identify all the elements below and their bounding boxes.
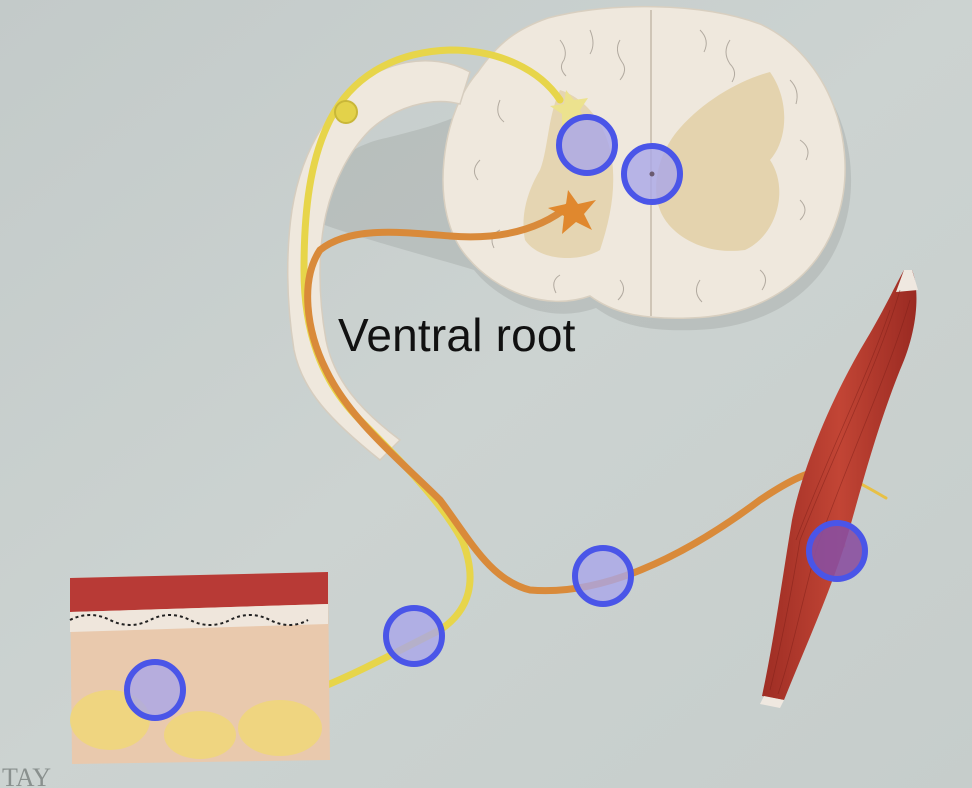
marker-motor-nerve[interactable] [572,545,634,607]
marker-skin-receptor[interactable] [124,659,186,721]
dorsal-root-ganglion [334,100,358,124]
marker-central-canal[interactable] [621,143,683,205]
motor-neuron-body [548,190,596,234]
ventral-root-label: Ventral root [338,309,576,361]
gray-matter-right [656,72,785,251]
marker-dorsal-horn-neuron[interactable] [556,114,618,176]
corner-mark: TAY [2,763,51,788]
skin-block [69,572,330,764]
marker-sensory-nerve[interactable] [383,605,445,667]
marker-muscle-endplate[interactable] [806,520,868,582]
